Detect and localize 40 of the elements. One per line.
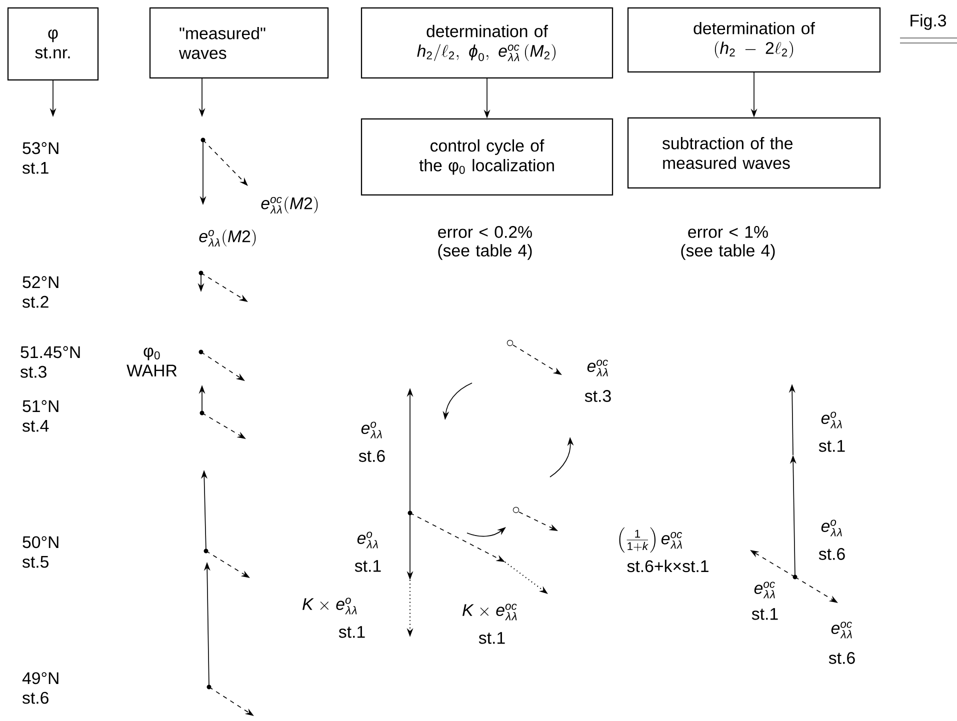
- vector-label: $e^{o}_{\lambda\lambda}$: [821, 520, 842, 536]
- vector-label: $e^{oc}_{\lambda\lambda}$: [831, 622, 852, 638]
- vector-label: $\left(\frac{1}{1+k}\right)e^{oc}_{\lambda\lambda}$: [619, 527, 682, 553]
- latitude-label: 51°N st.4: [22, 400, 58, 432]
- figure-number: Fig.3: [910, 14, 946, 30]
- text-box: subtraction of the measured waves: [627, 117, 881, 189]
- station-label: st.1: [752, 608, 778, 620]
- latitude-label: φ$_{0}$ WAHR: [126, 348, 177, 376]
- latitude-label: 53°N st.1: [22, 142, 58, 174]
- vector-label: $K\times e^{o}_{\lambda\lambda}$: [302, 598, 357, 614]
- station-label: st.1: [478, 632, 505, 644]
- station-label: st.6+k×st.1: [627, 560, 708, 572]
- text-box: determination of $h_2/\ell_2,\ \varphi_0,\ e^{oc}_{\lambda\lambda}\,(M_2)$: [360, 7, 614, 79]
- error-note: error < 0.2%: [438, 226, 532, 238]
- vector-label: $e^{oc}_{\lambda\lambda}$: [754, 582, 775, 598]
- vector-label: $K\times e^{oc}_{\lambda\lambda}$: [462, 604, 517, 620]
- vector-label: $e^{o}_{\lambda\lambda}$: [357, 532, 378, 548]
- vector-label: $e^{o}_{\lambda\lambda}$: [821, 412, 842, 428]
- station-label: st.1: [354, 560, 381, 572]
- station-label: st.6: [828, 652, 855, 664]
- error-note: (see table 4): [681, 244, 775, 260]
- station-label: st.1: [818, 440, 845, 452]
- latitude-label: 50°N st.5: [22, 536, 58, 568]
- station-label: st.6: [358, 450, 385, 462]
- error-note: (see table 4): [438, 244, 532, 260]
- station-label: st.1: [338, 626, 365, 638]
- latitude-label: 51.45°N st.3: [20, 346, 80, 378]
- text-box: "measured" waves: [149, 7, 329, 79]
- station-label: st.3: [584, 390, 611, 402]
- text-box: determination of $(h_2 - 2\ell_2)$: [627, 7, 881, 73]
- vector-label: $e^{oc}_{\lambda\lambda}(M2)$: [261, 196, 318, 214]
- latitude-label: 52°N st.2: [22, 276, 58, 308]
- vector-label: $e^{o}_{\lambda\lambda}$: [361, 422, 382, 438]
- vector-label: $e^{oc}_{\lambda\lambda}$: [587, 360, 608, 376]
- vector-label: $e^{o}_{\lambda\lambda}(M2)$: [199, 229, 256, 247]
- error-note: error < 1%: [688, 226, 768, 238]
- text-box: φ st.nr.: [7, 7, 99, 81]
- text-box: control cycle of the φ$_{0}$ localization: [360, 118, 614, 196]
- station-label: st.6: [818, 548, 845, 560]
- latitude-label: 49°N st.6: [22, 672, 58, 704]
